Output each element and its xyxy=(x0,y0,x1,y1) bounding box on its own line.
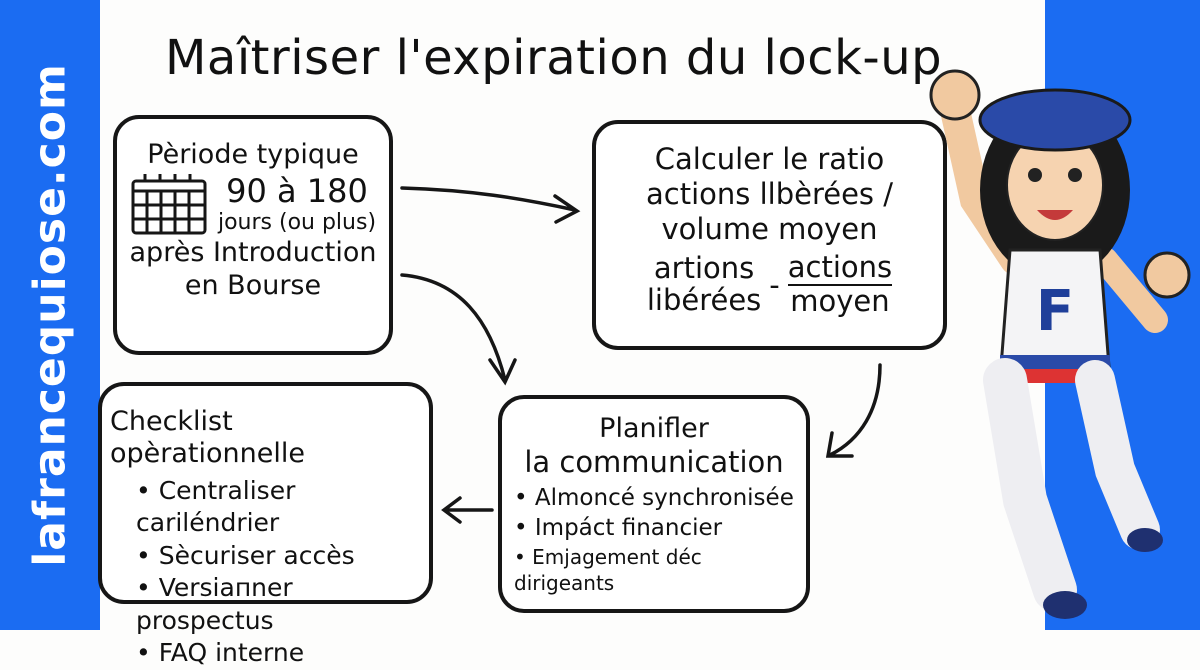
period-range: 90 à 180 xyxy=(226,172,368,210)
ratio-line2: actions llbèrées / xyxy=(645,176,894,211)
communication-box: Planifler la communication Almoncé synch… xyxy=(498,395,810,613)
flow-arrows xyxy=(400,186,882,524)
period-after-line2: en Bourse xyxy=(184,269,322,301)
ratio-line1: Calculer le ratio xyxy=(654,142,885,176)
arrow-period-to-communication xyxy=(400,273,517,386)
list-item: Centraliser cariléndrier xyxy=(136,475,429,540)
communication-items: Almoncé synchronisée Impáct financier Em… xyxy=(502,484,806,596)
formula-left-top: artions xyxy=(653,251,755,286)
checklist-box: Checklist opèrationnelle Centraliser car… xyxy=(98,382,433,667)
period-unit: jours (ou plus) xyxy=(217,210,377,236)
arrow-ratio-to-communication xyxy=(825,363,882,458)
formula-left-bottom: libérées xyxy=(646,283,762,318)
formula-right-top: actions xyxy=(787,250,893,287)
communication-title-line2: la communication xyxy=(524,445,784,480)
left-brand-band xyxy=(0,0,100,630)
ratio-line3: volume moyen xyxy=(661,211,878,246)
period-box: Pèriode typique 90 à 180 jours (ou plus)… xyxy=(113,115,393,355)
list-item: Versiaпner prospectus xyxy=(136,572,429,637)
period-after-line1: après Introduction xyxy=(129,237,377,269)
checklist-items: Centraliser cariléndrier Sècuriser accès… xyxy=(110,475,429,670)
arrow-period-to-ratio xyxy=(400,186,581,224)
checklist-title: Checklist opèrationnelle xyxy=(110,406,305,470)
list-item: Emjagement déc dirigeants xyxy=(514,544,806,596)
formula-separator: - xyxy=(769,267,780,302)
communication-title-line1: Planifler xyxy=(599,413,709,444)
mascot-shirt-letter: F xyxy=(1036,279,1074,344)
page-title: Maîtriser l'expiration du lock-up xyxy=(165,30,943,86)
formula-right-bottom: moyen xyxy=(790,284,890,319)
ratio-formula: artions libérées - actions moyen xyxy=(596,250,943,319)
list-item: Sècuriser accès xyxy=(136,540,429,573)
calendar-icon xyxy=(131,174,207,235)
ratio-box: Calculer le ratio actions llbèrées / vol… xyxy=(592,120,947,350)
mascot-illustration: F xyxy=(929,69,1191,619)
arrow-communication-to-checklist xyxy=(441,496,494,524)
list-item: Impáct financier xyxy=(514,514,806,544)
list-item: Almoncé synchronisée xyxy=(514,484,806,514)
list-item: FAQ interne xyxy=(136,637,429,670)
period-title: Pèriode typique xyxy=(147,139,359,170)
